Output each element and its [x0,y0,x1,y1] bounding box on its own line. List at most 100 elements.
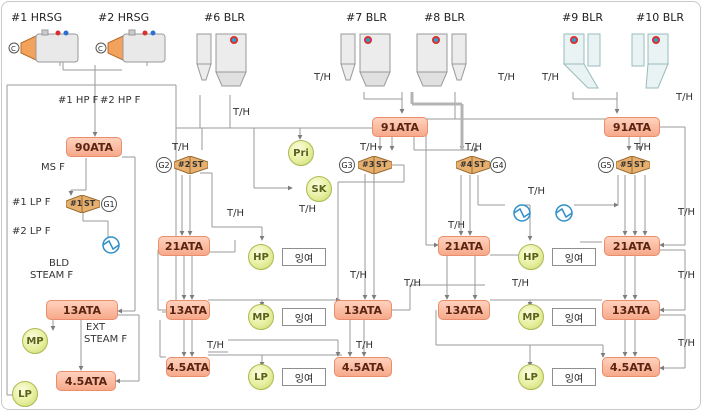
th-label: T/H [404,278,421,289]
heat-exchanger-icon [102,236,120,254]
header-21ata-b[interactable]: 21ATA [438,236,490,256]
th-label: T/H [172,142,189,153]
blr8-icon [416,33,467,87]
ball-hp-a[interactable]: HP [248,244,274,270]
surplus-box[interactable]: 잉여 [552,368,596,386]
svg-text:C: C [11,45,16,53]
ball-mp-left[interactable]: MP [22,328,48,354]
ball-mp-b[interactable]: MP [518,304,544,330]
svg-text:C: C [98,45,103,53]
th-label: T/H [356,340,373,351]
turbine-st2-icon[interactable] [174,156,208,174]
hrsg1-title: #1 HRSG [11,11,63,24]
turbine-st1-icon[interactable] [66,195,100,213]
blr7-icon [340,33,391,87]
blr6-title: #6 BLR [204,11,246,24]
ball-sk[interactable]: SK [306,176,332,202]
header-91ata-right[interactable]: 91ATA [604,117,660,137]
heat-exchanger-icon [555,204,573,222]
ball-mp-a[interactable]: MP [248,304,274,330]
header-45ata-d[interactable]: 4.5ATA [602,357,660,377]
header-13ata-c[interactable]: 13ATA [334,300,392,320]
th-label: T/H [465,142,482,153]
turbine-st4-number: #4 [460,160,473,169]
hrsg1-icon: C [8,29,79,66]
generator-g4[interactable]: G4 [490,157,506,173]
header-90ata[interactable]: 90ATA [66,137,122,157]
turbine-st5-label: ST [634,160,646,169]
generator-g1[interactable]: G1 [101,196,117,212]
header-13ata-d[interactable]: 13ATA [438,300,490,320]
surplus-box[interactable]: 잉여 [282,308,326,326]
th-label: T/H [542,72,559,83]
turbine-st2-number: #2 [178,160,191,169]
th-label: T/H [350,270,367,281]
flow-label-hp1: #1 HP F [58,95,99,106]
ball-lp-b[interactable]: LP [518,364,544,390]
ball-lp-a[interactable]: LP [248,364,274,390]
ball-lp-left[interactable]: LP [12,381,38,407]
ball-hp-b[interactable]: HP [518,244,544,270]
blr10-icon [631,33,669,89]
th-label: T/H [360,142,377,153]
th-label: T/H [678,270,695,281]
turbine-st4-label: ST [474,160,486,169]
blr8-title: #8 BLR [424,11,466,24]
turbine-st5-number: #5 [620,160,633,169]
generator-g5[interactable]: G5 [598,157,614,173]
turbine-st3-label: ST [376,160,388,169]
blr7-title: #7 BLR [346,11,388,24]
th-label: T/H [498,72,515,83]
flow-label-lp2: #2 LP F [12,226,51,237]
blr9-icon [562,33,601,89]
header-45ata-c[interactable]: 4.5ATA [334,357,392,377]
turbine-st1-number: #1 [70,199,83,208]
header-45ata-b[interactable]: 4.5ATA [166,357,210,377]
th-label: T/H [678,338,695,349]
surplus-box[interactable]: 잉여 [552,308,596,326]
blr9-title: #9 BLR [562,11,604,24]
turbine-st3-icon[interactable] [358,156,392,174]
th-label: T/H [448,220,465,231]
header-91ata-left[interactable]: 91ATA [372,117,428,137]
th-label: T/H [233,107,250,118]
flow-label-ext: EXT [86,322,106,333]
flow-label-bld-steam: STEAM F [30,270,74,281]
turbine-st5-icon[interactable] [616,156,650,174]
th-label: T/H [314,72,331,83]
flow-label-hp2: #2 HP F [100,95,141,106]
th-label: T/H [634,142,651,153]
surplus-box[interactable]: 잉여 [282,248,326,266]
blr6-icon [196,33,247,87]
surplus-box[interactable]: 잉여 [282,368,326,386]
ball-pri[interactable]: Pri [288,140,314,166]
hrsg2-icon: C [95,29,166,66]
generator-g2[interactable]: G2 [156,157,172,173]
turbine-st2-label: ST [192,160,204,169]
header-21ata-a[interactable]: 21ATA [158,236,210,256]
th-label: T/H [678,207,695,218]
th-label: T/H [512,278,529,289]
header-13ata-a[interactable]: 13ATA [46,300,118,320]
th-label: T/H [676,92,693,103]
heat-exchanger-icon [513,204,531,222]
flow-label-ms: MS F [41,162,65,173]
flow-label-lp1: #1 LP F [12,197,51,208]
header-13ata-b[interactable]: 13ATA [166,300,210,320]
blr10-title: #10 BLR [636,11,685,24]
header-13ata-e[interactable]: 13ATA [602,300,660,320]
flow-label-ext-steam: STEAM F [84,334,128,345]
th-label: T/H [299,204,316,215]
turbine-st4-icon[interactable] [456,156,490,174]
generator-g3[interactable]: G3 [339,157,355,173]
hrsg2-title: #2 HRSG [98,11,150,24]
th-label: T/H [227,208,244,219]
th-label: T/H [207,340,224,351]
th-label: T/H [528,186,545,197]
header-45ata-a[interactable]: 4.5ATA [56,371,116,391]
header-21ata-c[interactable]: 21ATA [604,236,660,256]
surplus-box[interactable]: 잉여 [552,248,596,266]
turbine-st1-label: ST [84,199,96,208]
turbine-st3-number: #3 [362,160,375,169]
